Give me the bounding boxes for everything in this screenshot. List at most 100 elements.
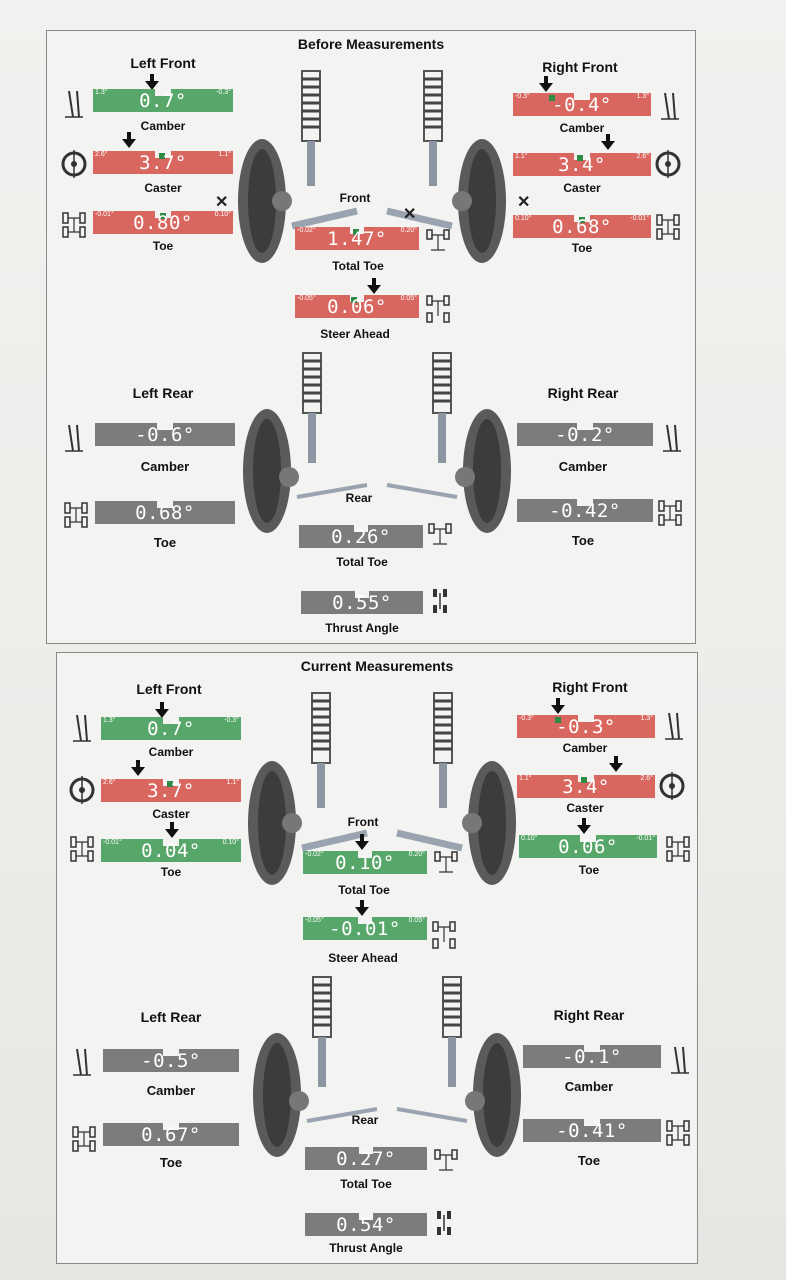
steer-ahead-bar: -0.05° 0.05° 0.06° [295, 295, 419, 318]
total-toe-icon [426, 229, 450, 251]
rr-camber-bar: -0.2° [517, 423, 653, 446]
steer-ahead-value: 0.06° [327, 296, 387, 318]
steer-ahead-icon [426, 295, 450, 323]
lr-camber-bar: -0.5° [103, 1049, 239, 1072]
right-rear-header: Right Rear [553, 1007, 625, 1023]
lr-toe-value: 0.68° [135, 502, 195, 524]
min-limit: 1.1° [515, 153, 528, 160]
rf-caster-value: 3.4° [562, 776, 610, 798]
lf-caster-value: 3.7° [147, 780, 195, 802]
marker-arrow [577, 818, 591, 834]
front-total-toe-label: Total Toe [332, 259, 384, 273]
marker-arrow [539, 76, 553, 92]
marker-arrow [145, 74, 159, 90]
camber-icon [65, 424, 83, 452]
rr-toe-value: -0.42° [549, 500, 621, 522]
lf-camber-label: Camber [148, 745, 194, 759]
rf-camber-label: Camber [559, 121, 605, 135]
max-limit: 2.6° [636, 153, 649, 160]
rear-axle-label: Rear [351, 1113, 379, 1127]
min-limit: 1.1° [519, 775, 532, 782]
thrust-angle-label: Thrust Angle [325, 621, 399, 635]
rr-toe-bar: -0.42° [517, 499, 653, 522]
rr-toe-label: Toe [577, 1153, 601, 1168]
rf-caster-value: 3.4° [558, 154, 606, 176]
min-limit: 0.10° [521, 835, 538, 842]
min-limit: 2.6° [103, 779, 116, 786]
marker-arrow [609, 756, 623, 772]
marker-arrow [165, 822, 179, 838]
marker-arrow [355, 834, 369, 850]
thrust-angle-value: 0.55° [332, 592, 392, 614]
camber-icon [73, 714, 91, 742]
current-measurements-panel: Current Measurements Front Left Front 1.… [56, 652, 698, 1264]
lf-camber-value: 0.7° [139, 90, 187, 112]
rf-caster-label: Caster [566, 801, 604, 815]
max-limit: 1.1° [218, 151, 231, 158]
max-limit: -0.3° [224, 717, 239, 724]
marker-arrow [601, 134, 615, 150]
camber-icon [663, 424, 681, 452]
camber-icon [65, 90, 83, 118]
max-limit: 0.20° [400, 227, 417, 234]
rr-camber-value: -0.2° [555, 424, 615, 446]
marker-arrow [131, 760, 145, 776]
lf-caster-label: Caster [144, 181, 182, 195]
min-limit: 0.10° [515, 215, 532, 222]
rear-total-toe-label: Total Toe [336, 555, 388, 569]
rr-camber-value: -0.1° [562, 1046, 622, 1068]
rear-suspension-diagram [253, 976, 521, 1157]
lf-toe-label: Toe [160, 865, 182, 879]
camber-icon [73, 1048, 91, 1076]
lr-camber-bar: -0.6° [95, 423, 235, 446]
rf-camber-value: -0.4° [552, 94, 612, 116]
thrust-angle-label: Thrust Angle [329, 1241, 403, 1255]
front-total-toe-value: 1.47° [327, 228, 387, 250]
toe-icon [62, 212, 86, 238]
max-limit: 0.20° [408, 851, 425, 858]
thrust-angle-value: 0.54° [336, 1214, 396, 1236]
rf-caster-bar: 1.1° 2.6° 3.4° [517, 775, 655, 798]
lf-toe-bar: -0.01° 0.10° 0.04° [101, 839, 241, 862]
thrust-angle-bar: 0.54° [305, 1213, 427, 1236]
rr-toe-bar: -0.41° [523, 1119, 661, 1142]
lf-toe-bar: -0.01° 0.10° 0.80° [93, 211, 233, 234]
rear-total-toe-value: 0.27° [336, 1148, 396, 1170]
max-limit: -0.01° [630, 215, 649, 222]
min-limit: 2.6° [95, 151, 108, 158]
min-limit: 1.3° [103, 717, 116, 724]
lf-caster-label: Caster [152, 807, 190, 821]
rf-camber-bar: -0.3° 1.3° -0.4° [513, 93, 651, 116]
lf-camber-label: Camber [140, 119, 186, 133]
marker-arrow [155, 702, 169, 718]
toe-icon [70, 836, 94, 862]
max-limit: -0.3° [216, 89, 231, 96]
lf-caster-bar: 2.6° 1.1° 3.7° [93, 151, 233, 174]
marker-arrow [122, 132, 136, 148]
steer-ahead-label: Steer Ahead [320, 327, 390, 341]
lf-caster-value: 3.7° [139, 152, 187, 174]
lr-camber-label: Camber [140, 459, 190, 474]
rf-caster-bar: 1.1° 2.6° 3.4° [513, 153, 651, 176]
marker-arrow [551, 698, 565, 714]
lr-toe-bar: 0.68° [95, 501, 235, 524]
thrust-angle-icon [437, 1211, 451, 1235]
left-front-header: Left Front [130, 55, 196, 71]
section-title: Current Measurements [300, 658, 454, 674]
lr-toe-bar: 0.67° [103, 1123, 239, 1146]
section-title: Before Measurements [297, 36, 445, 52]
toe-icon [666, 1120, 690, 1146]
rf-camber-bar: -0.3° 1.3° -0.3° [517, 715, 655, 738]
lr-camber-value: -0.5° [141, 1050, 201, 1072]
marker-arrow [367, 278, 381, 294]
steer-ahead-label: Steer Ahead [328, 951, 398, 965]
left-front-header: Left Front [136, 681, 202, 697]
min-limit: -0.02° [297, 227, 316, 234]
rf-toe-bar: 0.10° -0.01° 0.06° [519, 835, 657, 858]
marker-arrow [355, 900, 369, 916]
rr-camber-label: Camber [564, 1079, 614, 1094]
toe-icon [64, 502, 88, 528]
right-rear-header: Right Rear [547, 385, 619, 401]
rear-suspension-diagram [243, 352, 511, 533]
